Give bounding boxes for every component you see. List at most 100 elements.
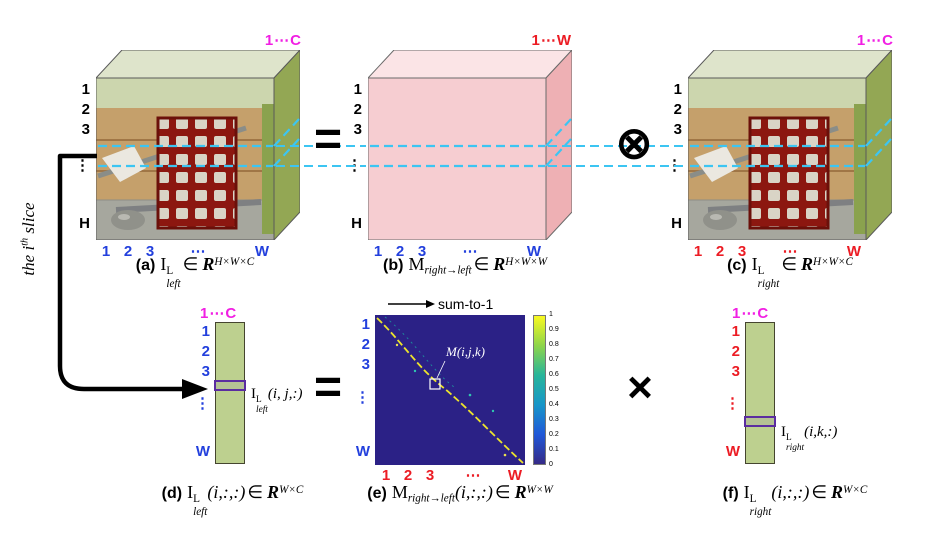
right-image-cube [688, 50, 892, 240]
ith-slice-note-pre: the [19, 250, 38, 276]
colorbar-tick: 0.3 [549, 416, 559, 423]
colorbar-tick: 0.5 [549, 386, 559, 393]
cube-a-row-index: H [79, 215, 90, 232]
caption-d-symbol: I [187, 482, 194, 502]
caption-b-sub: right→left [424, 264, 472, 277]
ith-slice-note: the ith slice [19, 144, 41, 334]
caption-b-tag: (b) [383, 257, 404, 274]
caption-e-tag: (e) [367, 485, 387, 502]
heatmap-row-index: W [355, 443, 370, 460]
left-slice-strip [215, 322, 245, 464]
left-slice-highlight-row [214, 380, 246, 391]
colorbar-tick: 0.6 [549, 371, 559, 378]
cube-b-col-index: W [526, 243, 542, 260]
cube-c-col-index: W [846, 243, 862, 260]
caption-c-sup: L [757, 265, 765, 278]
caption-b: (b)Mright→left∈RH×W×W [340, 254, 590, 276]
heatmap-row-index: 1 [361, 316, 370, 333]
heatmap-col-index: 2 [403, 467, 413, 484]
element-of-symbol: ∈ [811, 482, 828, 502]
sum-to-one-note: sum-to-1 [438, 296, 494, 312]
matching-matrix-heatmap [375, 315, 525, 465]
caption-e-symbol: M [391, 482, 408, 502]
matrix-cell-label: M(i,j,k) [446, 344, 485, 359]
caption-c-tag: (c) [727, 257, 747, 274]
equals-operator-bottom: = [313, 361, 343, 414]
cube-c-col-ellipsis: ⋯ [782, 243, 798, 260]
caption-a-tag: (a) [135, 257, 156, 274]
element-of-symbol: ∈ [182, 254, 199, 274]
strip-f-row-index: 2 [731, 343, 740, 360]
caption-f-dims: W×C [843, 483, 868, 496]
strip-d-entry-sup: L [256, 394, 262, 405]
strip-f-entry-args: (i,k,:) [804, 424, 838, 440]
strip-f-row-index: 1 [731, 323, 740, 340]
caption-d-dims: W×C [279, 483, 304, 496]
cube-b-row-index: 1 [353, 81, 362, 98]
heatmap-col-ellipsis: ⋯ [465, 467, 481, 484]
cube-b-col-index: 1 [373, 243, 383, 260]
caption-f-tag: (f) [722, 485, 739, 502]
caption-f-sub: right [749, 505, 772, 518]
cube-b-row-index: H [351, 215, 362, 232]
matching-matrix-cube [368, 50, 572, 240]
multiply-operator: × [627, 363, 653, 412]
cube-a-row-index: 2 [81, 101, 90, 118]
heatmap-row-ellipsis: ⋮ [355, 389, 370, 406]
colorbar [533, 315, 546, 465]
caption-a-sup: L [166, 265, 174, 278]
caption-d-sub: left [193, 505, 208, 518]
caption-a-sub: left [166, 277, 181, 290]
cube-a-row-index: 1 [81, 81, 90, 98]
cube-c-channel-axis: 1⋯C [856, 32, 894, 49]
strip-d-row-index: 1 [201, 323, 210, 340]
caption-e: (e)Mright→left(i,:,:)∈RW×W [335, 482, 585, 504]
element-of-symbol: ∈ [494, 482, 511, 502]
sum-to-one-arrow [388, 300, 435, 308]
cube-b-col-index: 2 [395, 243, 405, 260]
strip-d-row-index: W [195, 443, 210, 460]
caption-f-args: (i,:,:) [771, 482, 810, 502]
caption-e-dims: W×W [526, 483, 553, 496]
cube-b-depth-axis: 1⋯W [531, 32, 572, 49]
real-set-symbol: R [267, 482, 280, 502]
cube-a-row-index: 3 [81, 121, 90, 138]
heatmap-col-index: W [507, 467, 523, 484]
strip-d-entry-args: (i, j,:) [267, 386, 303, 402]
cube-c-row-index: H [671, 215, 682, 232]
real-set-symbol: R [831, 482, 844, 502]
real-set-symbol: R [202, 254, 215, 274]
cube-c-row-index: 3 [673, 121, 682, 138]
cube-c-row-index: 1 [673, 81, 682, 98]
element-of-symbol: ∈ [247, 482, 264, 502]
cube-c-col-index: 1 [693, 243, 703, 260]
cube-c-col-index: 3 [737, 243, 747, 260]
strip-f-row-index: W [725, 443, 740, 460]
colorbar-tick: 0.8 [549, 341, 559, 348]
colorbar-tick: 0.1 [549, 446, 559, 453]
cube-c-row-ellipsis: ⋮ [667, 157, 682, 174]
cube-c-row-index: 2 [673, 101, 682, 118]
cube-a-col-index: W [254, 243, 270, 260]
caption-c-symbol: I [751, 254, 758, 274]
colorbar-tick: 0.7 [549, 356, 559, 363]
heatmap-row-index: 2 [361, 336, 370, 353]
cube-c-col-index: 2 [715, 243, 725, 260]
caption-e-args: (i,:,:) [454, 482, 493, 502]
ith-slice-note-ordinal: th [19, 237, 31, 246]
caption-b-dims: H×W×W [505, 255, 547, 268]
right-slice-highlight-row [744, 416, 776, 427]
strip-d-entry-symbol: I [251, 386, 256, 402]
equals-operator-top: = [313, 113, 343, 166]
caption-d-tag: (d) [161, 485, 183, 502]
heatmap-col-index: 1 [381, 467, 391, 484]
cube-b-row-index: 2 [353, 101, 362, 118]
strip-f-entry-symbol: I [781, 424, 786, 440]
colorbar-tick: 0.4 [549, 401, 559, 408]
